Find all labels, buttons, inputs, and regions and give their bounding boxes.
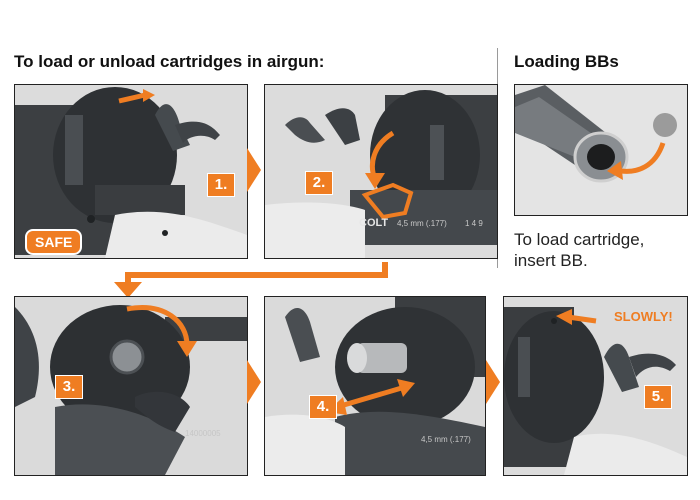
- loading-bbs-photo: [514, 84, 688, 216]
- colt-engraving: COLT: [359, 217, 389, 229]
- step-3-photo: 14000005 3.: [14, 296, 248, 476]
- step-1-badge: 1.: [207, 173, 235, 197]
- loading-bbs-caption: To load cartridge, insert BB.: [514, 229, 694, 271]
- caption-line-1: To load cartridge,: [514, 230, 645, 249]
- heading-loading-bbs: Loading BBs: [514, 52, 619, 71]
- step-4-chevron: [486, 360, 500, 404]
- step-3-chevron: [247, 360, 261, 404]
- step-2-photo: COLT 4,5 mm (.177) 1 4 9 2.: [264, 84, 498, 259]
- caliber-engraving-step-4: 4,5 mm (.177): [421, 435, 471, 444]
- serial-engraving-step-2: 1 4 9: [465, 219, 483, 228]
- step-3-badge: 3.: [55, 375, 83, 399]
- caption-line-2: insert BB.: [514, 251, 588, 270]
- safe-label: SAFE: [25, 229, 83, 255]
- step-5-badge: 5.: [644, 385, 672, 409]
- step-1-photo: SAFE 1.: [14, 84, 248, 259]
- step-4-badge: 4.: [309, 395, 337, 419]
- step-2-badge: 2.: [305, 171, 333, 195]
- slowly-warning: SLOWLY!: [614, 309, 673, 324]
- step-4-photo: 4,5 mm (.177) 4.: [264, 296, 486, 476]
- caliber-engraving-step-2: 4,5 mm (.177): [397, 219, 447, 228]
- step-5-photo: SLOWLY! 5.: [503, 296, 688, 476]
- heading-load-unload: To load or unload cartridges in airgun:: [14, 52, 325, 71]
- serial-engraving-step-3: 14000005: [185, 429, 221, 438]
- step-1-chevron: [247, 148, 261, 192]
